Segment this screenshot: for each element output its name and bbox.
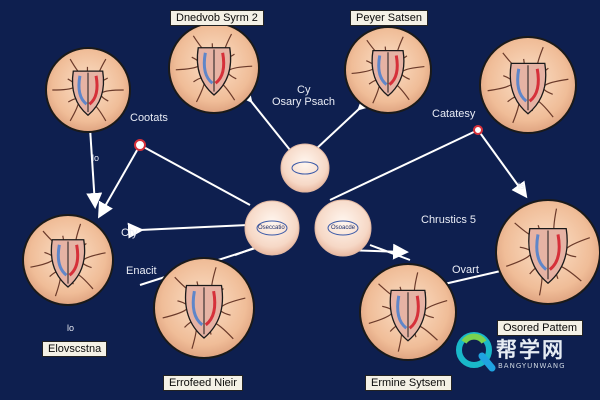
connector-line bbox=[439, 269, 506, 286]
text-osary-psach: Osary Psach bbox=[272, 96, 335, 108]
text-mark-lo2: lo bbox=[67, 323, 75, 333]
connector-line bbox=[139, 144, 251, 206]
organ-bottom-left bbox=[153, 257, 255, 359]
text-catatesy: Catatesy bbox=[432, 108, 476, 120]
connector-line bbox=[98, 144, 141, 219]
text-coostats: Cootats bbox=[130, 112, 168, 124]
organ-vessel-blue bbox=[516, 68, 528, 103]
text-cty: Cty bbox=[121, 227, 138, 239]
connector-line bbox=[86, 127, 103, 209]
watermark-brand: 帮学网 bbox=[496, 338, 565, 362]
text-chrustics: Chrustics 5 bbox=[421, 214, 477, 226]
connector-line bbox=[314, 93, 375, 151]
organ-vessel-red bbox=[408, 295, 420, 330]
label-right-bottom: Osored Pattem bbox=[497, 320, 583, 336]
organ-vessel-blue bbox=[396, 295, 408, 330]
hub-inner-ring bbox=[291, 161, 319, 175]
text-cy: Cy bbox=[297, 84, 311, 96]
organ-vessel-red bbox=[214, 52, 226, 85]
organ-top-left bbox=[168, 22, 260, 114]
organ-vessel-red bbox=[388, 55, 399, 86]
organ-vessel-red bbox=[528, 68, 540, 103]
hub-inner-ring bbox=[327, 220, 359, 236]
watermark-arc bbox=[461, 333, 487, 344]
organ-vessel-blue bbox=[77, 75, 88, 106]
connector-line bbox=[127, 222, 249, 239]
text-mark-lo: lo bbox=[92, 153, 100, 163]
hub-circle-top bbox=[280, 143, 330, 193]
organ-vessel-blue bbox=[377, 55, 388, 86]
organ-top-far-left bbox=[45, 47, 131, 133]
connector-line bbox=[236, 85, 291, 151]
organ-top-right bbox=[344, 26, 432, 114]
watermark-logo bbox=[456, 332, 496, 372]
organ-sections bbox=[22, 22, 600, 361]
watermark-subtext: BANGYUNWANG bbox=[498, 362, 566, 370]
text-ovart: Ovart bbox=[452, 264, 479, 276]
organ-vessel-red bbox=[68, 244, 80, 277]
hub-inner-ring bbox=[256, 220, 288, 236]
organ-right bbox=[495, 199, 600, 305]
organ-vessel-blue bbox=[535, 234, 548, 271]
organ-vessel-blue bbox=[202, 52, 214, 85]
node-marker bbox=[473, 125, 483, 135]
organ-vessel-red bbox=[548, 234, 561, 271]
connector-line bbox=[477, 129, 528, 199]
organ-vessel-blue bbox=[191, 290, 204, 327]
organ-vessel-red bbox=[204, 290, 217, 327]
text-enacit: Enacit bbox=[126, 265, 157, 277]
organ-mid-left bbox=[22, 214, 114, 306]
text-mark-ls: ls bbox=[518, 181, 525, 191]
label-top-left: Dnedvob Syrm 2 bbox=[170, 10, 264, 26]
connector-lines bbox=[86, 85, 528, 286]
organ-vessel-red bbox=[88, 75, 99, 106]
organ-vessel-blue bbox=[56, 244, 68, 277]
label-bottom-mid: Ermine Sytsem bbox=[365, 375, 452, 391]
connector-line bbox=[329, 129, 479, 201]
label-top-right: Peyer Satsen bbox=[350, 10, 429, 26]
hub-left-text: Oseccatio bbox=[258, 225, 285, 231]
label-left-bottom: Elovscstna bbox=[42, 341, 108, 357]
node-marker bbox=[134, 139, 146, 151]
connector-line bbox=[369, 244, 411, 261]
hub-right-text: Osoacde bbox=[331, 225, 356, 231]
organ-top-far-right bbox=[479, 36, 577, 134]
hub-circles bbox=[244, 143, 372, 257]
label-bottom-left: Errofeed Nieir bbox=[163, 375, 243, 391]
hub-circle-left bbox=[244, 200, 300, 256]
organ-bottom-mid bbox=[359, 263, 457, 361]
watermark-tail bbox=[478, 352, 496, 372]
hub-circle-right bbox=[314, 199, 372, 257]
